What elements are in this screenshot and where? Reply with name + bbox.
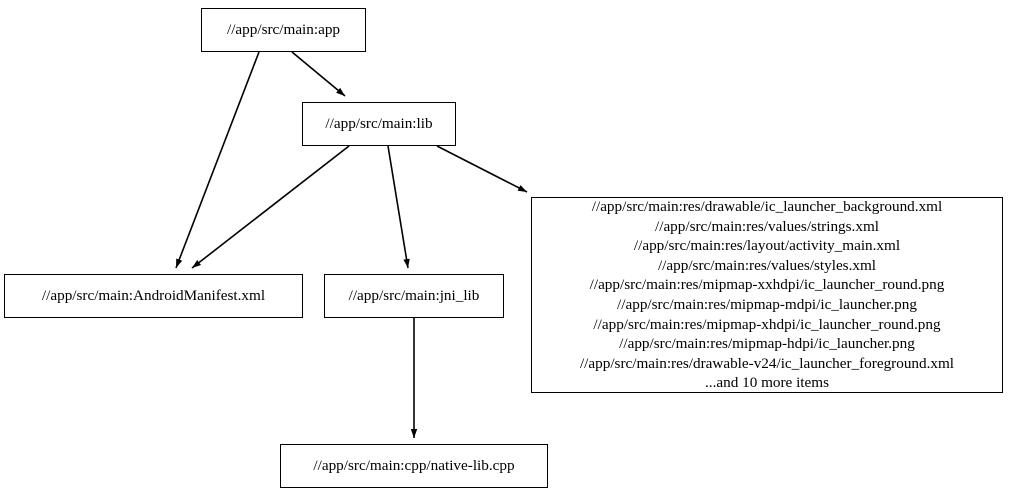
graph-node-app[interactable]: //app/src/main:app: [201, 8, 366, 52]
graph-node-android-manifest-label: //app/src/main:AndroidManifest.xml: [41, 287, 266, 305]
edge-lib-to-manifest: [191, 145, 350, 269]
edge-app-to-manifest: [175, 51, 260, 269]
graph-node-res-group-label: //app/src/main:res/drawable/ic_launcher_…: [579, 198, 955, 392]
graph-node-native-lib[interactable]: //app/src/main:cpp/native-lib.cpp: [280, 444, 548, 488]
graph-node-app-label: //app/src/main:app: [226, 21, 341, 39]
graph-node-jni-lib-label: //app/src/main:jni_lib: [348, 287, 480, 305]
graph-node-res-group[interactable]: //app/src/main:res/drawable/ic_launcher_…: [531, 197, 1003, 393]
edge-app-to-lib: [291, 51, 346, 97]
graph-node-android-manifest[interactable]: //app/src/main:AndroidManifest.xml: [4, 274, 303, 318]
edge-lib-to-res-group: [436, 145, 528, 193]
graph-node-lib-label: //app/src/main:lib: [325, 115, 433, 133]
graph-node-lib[interactable]: //app/src/main:lib: [302, 102, 456, 146]
graph-node-jni-lib[interactable]: //app/src/main:jni_lib: [324, 274, 504, 318]
graph-node-native-lib-label: //app/src/main:cpp/native-lib.cpp: [313, 457, 515, 475]
edge-lib-to-jni-lib: [387, 145, 410, 269]
